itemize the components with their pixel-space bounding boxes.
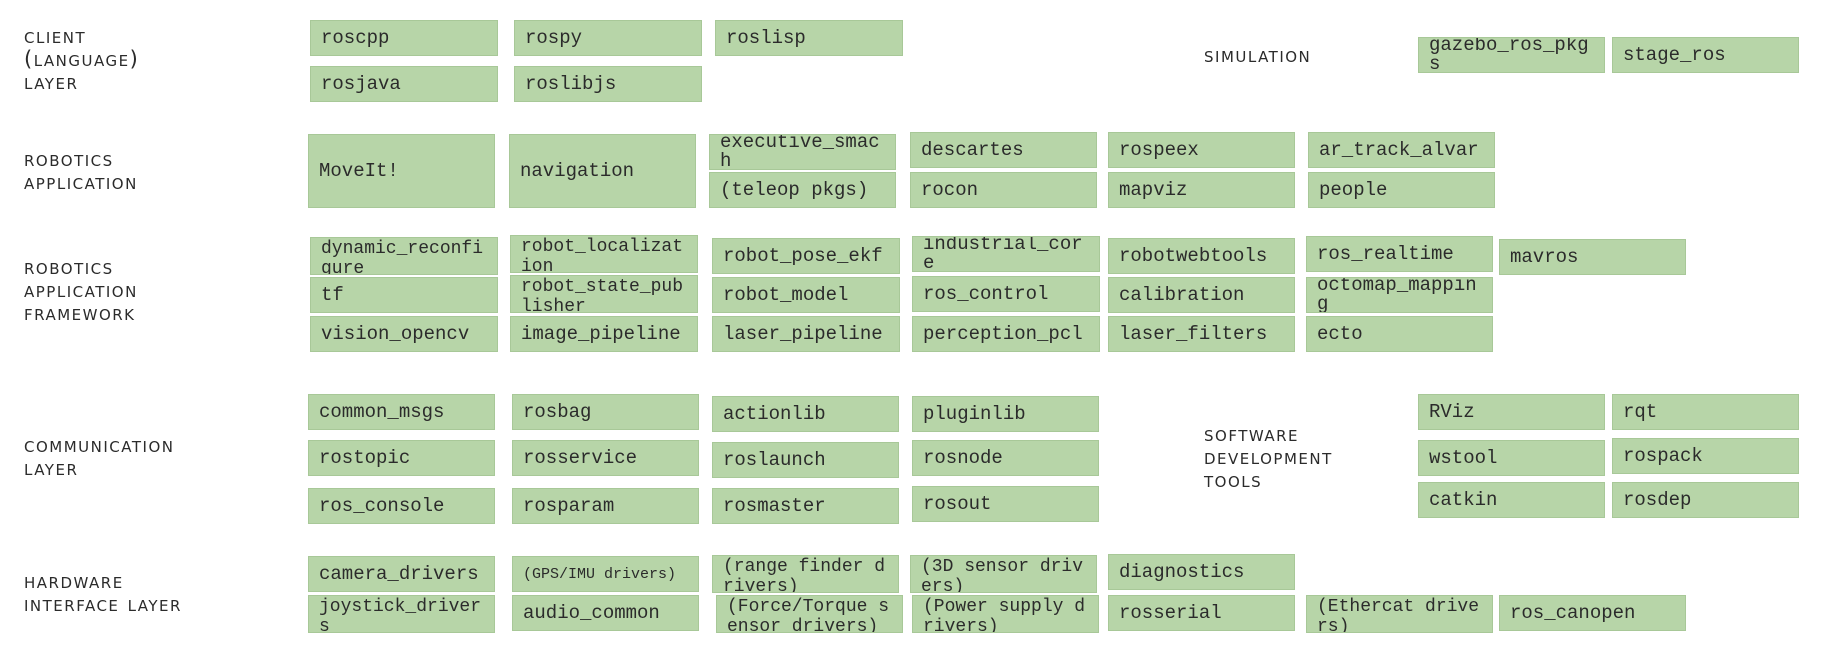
pkg-rosbag: rosbag (512, 394, 699, 430)
pkg-rosnode: rosnode (912, 440, 1099, 476)
pkg-descartes: descartes (910, 132, 1097, 168)
layer-label-hardware-interface: Hardware Interface Layer (24, 569, 182, 616)
pkg-mavros: mavros (1499, 239, 1686, 275)
pkg-ros-control: ros_control (912, 276, 1100, 312)
pkg-rosserial: rosserial (1108, 595, 1295, 631)
pkg-image-pipeline: image_pipeline (510, 316, 698, 352)
pkg-robot-localization: robot_localization (510, 235, 698, 273)
pkg-calibration: calibration (1108, 277, 1295, 313)
pkg-rospy: rospy (514, 20, 702, 56)
pkg-rosout: rosout (912, 486, 1099, 522)
pkg-ecto: ecto (1306, 316, 1493, 352)
layer-label-communication: Communication Layer (24, 433, 175, 480)
pkg-robotwebtools: robotwebtools (1108, 238, 1295, 274)
pkg-teleop-pkgs: (teleop pkgs) (709, 172, 896, 208)
pkg-laser-filters: laser_filters (1108, 316, 1295, 352)
pkg-robot-pose-ekf: robot_pose_ekf (712, 238, 900, 274)
pkg-vision-opencv: vision_opencv (310, 316, 498, 352)
pkg-navigation: navigation (509, 134, 696, 208)
pkg-power-supply-drivers: (Power supply drivers) (912, 595, 1099, 633)
pkg-pluginlib: pluginlib (912, 396, 1099, 432)
pkg-tf: tf (310, 277, 498, 313)
pkg-rosservice: rosservice (512, 440, 699, 476)
pkg-diagnostics: diagnostics (1108, 554, 1295, 590)
pkg-mapviz: mapviz (1108, 172, 1295, 208)
pkg-range-finder-drivers: (range finder drivers) (712, 555, 899, 593)
pkg-joystick-drivers: joystick_drivers (308, 595, 495, 633)
pkg-ros-realtime: ros_realtime (1306, 236, 1493, 272)
pkg-ros-console: ros_console (308, 488, 495, 524)
pkg-common-msgs: common_msgs (308, 394, 495, 430)
pkg-wstool: wstool (1418, 440, 1605, 476)
pkg-gps-imu-drivers: (GPS/IMU drivers) (512, 556, 699, 592)
pkg-robot-model: robot_model (712, 277, 900, 313)
pkg-executive-smach: executive_smach (709, 134, 896, 170)
layer-label-simulation: Simulation (1204, 43, 1312, 67)
layer-label-robotics-application-framework: Robotics Application Framework (24, 255, 138, 325)
pkg-rostopic: rostopic (308, 440, 495, 476)
pkg-people: people (1308, 172, 1495, 208)
pkg-rospack: rospack (1612, 438, 1799, 474)
pkg-rospeex: rospeex (1108, 132, 1295, 168)
pkg-3d-sensor-drivers: (3D sensor drivers) (910, 555, 1097, 593)
layer-label-client: Client (Language) Layer (24, 24, 140, 94)
pkg-laser-pipeline: laser_pipeline (712, 316, 900, 352)
pkg-catkin: catkin (1418, 482, 1605, 518)
pkg-stage-ros: stage_ros (1612, 37, 1799, 73)
pkg-industrial-core: industrial_core (912, 236, 1100, 272)
layer-label-software-development-tools: Software Development Tools (1204, 422, 1333, 492)
pkg-robot-state-publisher: robot_state_publisher (510, 275, 698, 313)
pkg-rocon: rocon (910, 172, 1097, 208)
pkg-ar-track-alvar: ar_track_alvar (1308, 132, 1495, 168)
pkg-actionlib: actionlib (712, 396, 899, 432)
pkg-rosmaster: rosmaster (712, 488, 899, 524)
pkg-roslaunch: roslaunch (712, 442, 899, 478)
pkg-dynamic-reconfigure: dynamic_reconfigure (310, 237, 498, 275)
pkg-roslibjs: roslibjs (514, 66, 702, 102)
pkg-camera-drivers: camera_drivers (308, 556, 495, 592)
layer-label-robotics-application: Robotics Application (24, 147, 138, 194)
pkg-moveit: MoveIt! (308, 134, 495, 208)
pkg-octomap-mapping: octomap_mapping (1306, 277, 1493, 313)
pkg-rosjava: rosjava (310, 66, 498, 102)
pkg-rqt: rqt (1612, 394, 1799, 430)
pkg-roscpp: roscpp (310, 20, 498, 56)
pkg-rviz: RViz (1418, 394, 1605, 430)
pkg-perception-pcl: perception_pcl (912, 316, 1100, 352)
pkg-gazebo-ros-pkgs: gazebo_ros_pkgs (1418, 37, 1605, 73)
pkg-roslisp: roslisp (715, 20, 903, 56)
pkg-ros-canopen: ros_canopen (1499, 595, 1686, 631)
pkg-rosdep: rosdep (1612, 482, 1799, 518)
pkg-rosparam: rosparam (512, 488, 699, 524)
pkg-force-torque-sensor-drivers: (Force/Torque sensor drivers) (716, 595, 903, 633)
pkg-audio-common: audio_common (512, 595, 699, 631)
pkg-ethercat-drivers: (Ethercat drivers) (1306, 595, 1493, 633)
